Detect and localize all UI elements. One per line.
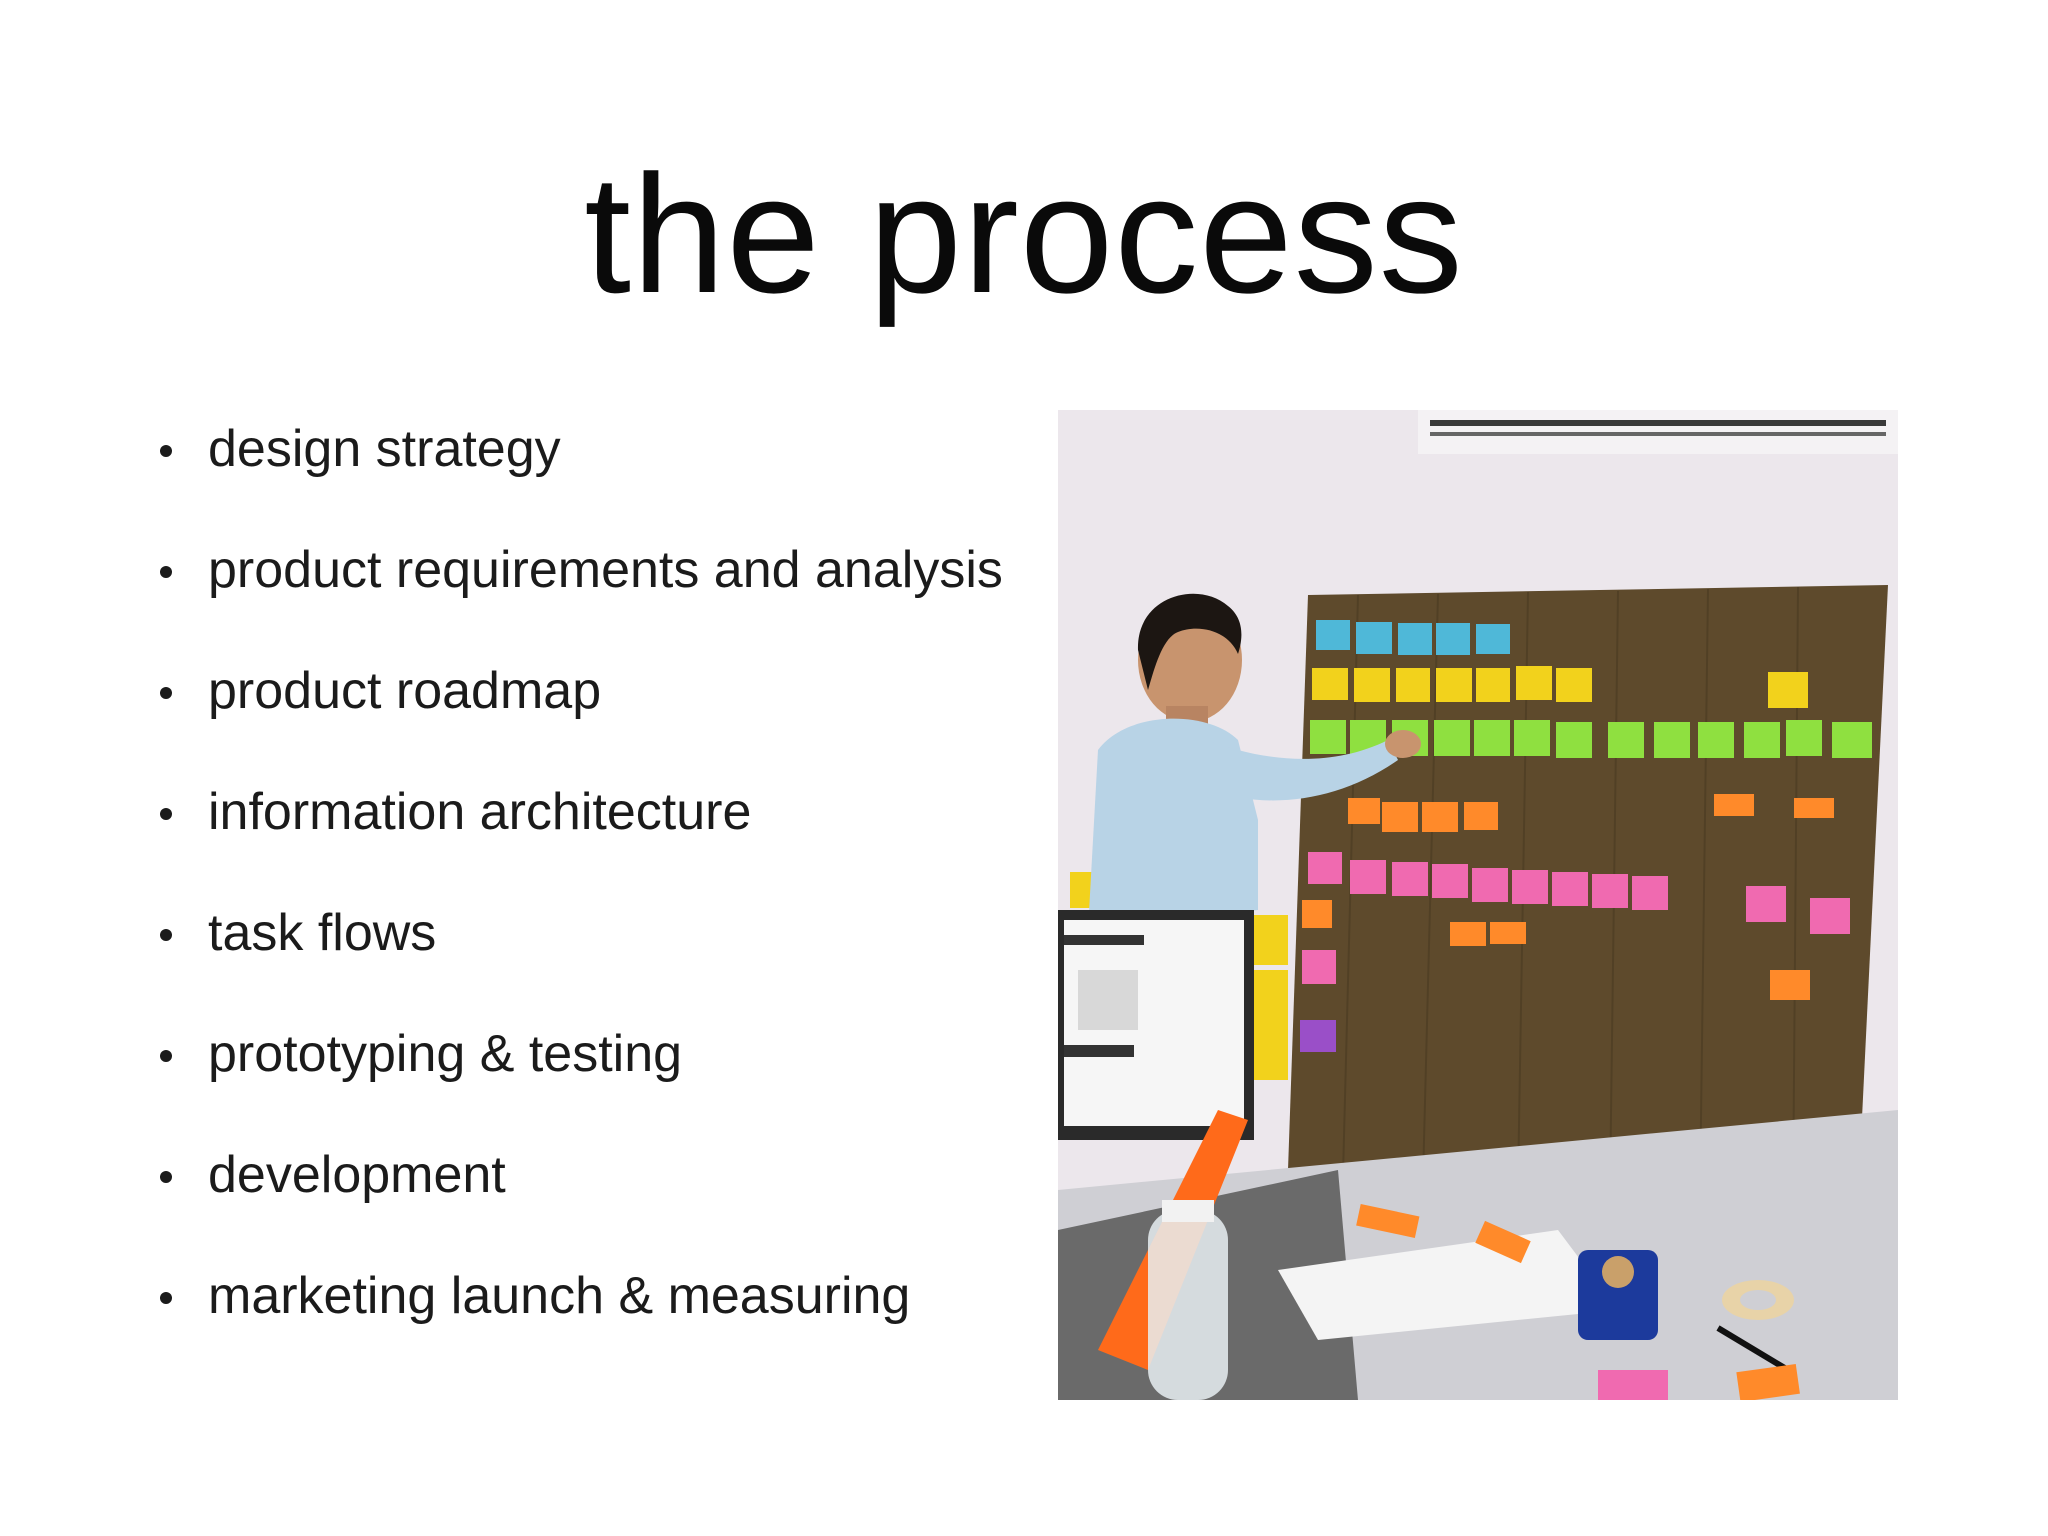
marker xyxy=(1716,1325,1790,1373)
bullet-list: design strategy product requirements and… xyxy=(158,418,1038,1386)
tape-dispenser xyxy=(1578,1250,1658,1340)
water-bottle xyxy=(1148,1210,1228,1400)
person-arm xyxy=(1208,740,1398,801)
bullet-product-roadmap: product roadmap xyxy=(158,660,1038,722)
person-hand xyxy=(1385,730,1421,758)
sticky-note-purple xyxy=(1300,1020,1336,1052)
photo-illustration xyxy=(1058,410,1898,1400)
bullet-prototyping-testing: prototyping & testing xyxy=(158,1023,1038,1085)
sticky-notes-pink xyxy=(1302,852,1850,984)
sticky-notes-orange xyxy=(1302,794,1834,1000)
person-hair xyxy=(1137,593,1242,690)
bullet-development: development xyxy=(158,1144,1038,1206)
bullet-product-requirements: product requirements and analysis xyxy=(158,539,1038,601)
papers xyxy=(1278,1230,1618,1340)
bullet-information-architecture: information architecture xyxy=(158,781,1038,843)
process-photo xyxy=(1058,410,1898,1400)
bullet-marketing-launch: marketing launch & measuring xyxy=(158,1265,1038,1327)
bullet-task-flows: task flows xyxy=(158,902,1038,964)
sticky-notes-green xyxy=(1310,720,1872,758)
slide-title: the process xyxy=(584,140,1464,328)
sticky-notes-yellow xyxy=(1312,666,1808,708)
sticky-notes-blue xyxy=(1316,620,1510,655)
bullet-design-strategy: design strategy xyxy=(158,418,1038,480)
